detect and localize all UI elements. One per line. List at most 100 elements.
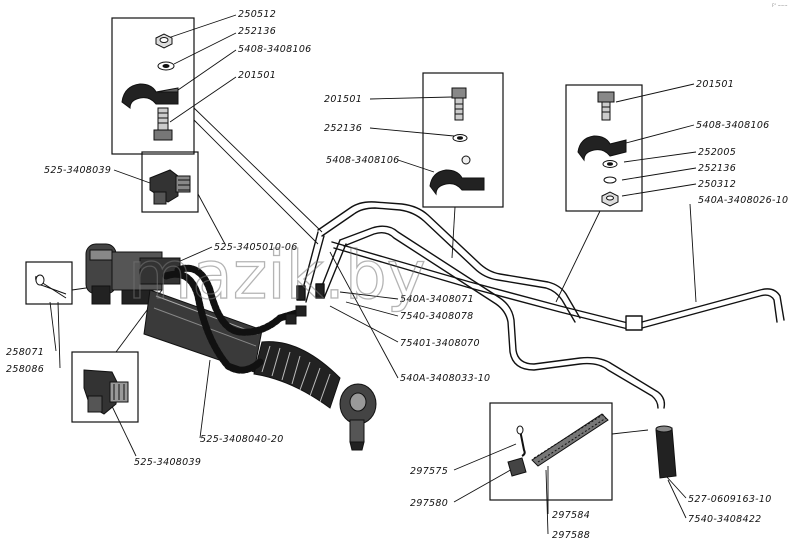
top-clamp-parts (121, 33, 179, 141)
control-valve (85, 243, 181, 305)
nut-icon (601, 191, 619, 207)
leader-5408-right (625, 124, 695, 144)
label-540a-3408033-10: 540A-3408033-10 (400, 373, 490, 384)
leader-top-clamp (193, 107, 323, 233)
label-201501-right: 201501 (696, 79, 734, 90)
leader-252136-mid (369, 127, 455, 137)
pipe-right-end (641, 288, 785, 323)
label-7540-3408422: 7540-3408422 (688, 514, 762, 525)
label-250512: 250512 (238, 9, 276, 20)
bottom-inset-parts (507, 413, 609, 477)
hose-sleeve-icon (655, 425, 677, 479)
label-201501-top: 201501 (238, 70, 276, 81)
bolt-icon (597, 91, 615, 121)
hose-fitting-b (285, 313, 297, 325)
clamp-bracket-icon (121, 83, 179, 109)
label-525-3405010-06: 525-3405010-06 (214, 242, 298, 253)
leader-right-clamp (555, 210, 601, 303)
pipe-end-left-b (305, 235, 325, 303)
leader-elbow-top (197, 193, 226, 245)
cotter-pin-icon (516, 425, 526, 457)
bolt-icon (153, 107, 173, 141)
leader-5408-mid (397, 159, 435, 173)
label-252136: 252136 (238, 26, 276, 37)
label-525-3408040-20: 525-3408040-20 (200, 434, 284, 445)
elbow-fitting-bottom-icon (83, 369, 129, 415)
leader-top-clamp-b (193, 119, 319, 245)
label-75401-3408070: 75401-3408070 (400, 338, 480, 349)
label-540a-3408071: 540A-3408071 (400, 294, 474, 305)
leader-297575 (453, 443, 517, 471)
leader-7540-3408078 (345, 301, 399, 317)
label-540a-3408026-10: 540A-3408026-10 (698, 195, 788, 206)
leader-540a-3408071 (339, 291, 399, 300)
leader-bottom-inset (611, 429, 649, 435)
label-525-3408039-bottom: 525-3408039 (134, 457, 201, 468)
leader-7540-3408422 (667, 479, 687, 519)
inset-frame-elbow-bottom (71, 351, 139, 423)
leader-252136-right (621, 167, 697, 181)
pipe-upper-inner (321, 207, 576, 323)
inset-frame-bottom-parts (489, 402, 613, 501)
leader-252005 (623, 151, 697, 163)
inset-frames (25, 17, 643, 501)
washer-icon (157, 61, 175, 71)
cotter-pin-icon (35, 274, 67, 299)
hose-fitting-a (295, 305, 307, 317)
dust-boot-bellows (253, 341, 341, 409)
leader-5408-top (177, 49, 237, 91)
pipe-end-left-d (323, 243, 347, 299)
label-258071: 258071 (6, 347, 44, 358)
mazik-watermark: mazik.by (128, 237, 426, 314)
nut-icon (155, 33, 173, 49)
corner-mark: F° ~~~ (772, 3, 788, 8)
right-clamp-parts (577, 91, 627, 207)
leader-525-3408039-top (113, 169, 151, 184)
label-252136-right: 252136 (698, 163, 736, 174)
leader-525-3405010 (177, 246, 213, 263)
label-297580: 297580 (410, 498, 448, 509)
label-527-0609163-10: 527-0609163-10 (688, 494, 772, 505)
leader-297580 (453, 467, 515, 503)
inset-frame-top-clamp (111, 17, 195, 155)
leader-527-0609163 (665, 475, 687, 499)
leader-lines (49, 14, 697, 535)
leader-mid-clamp (451, 206, 456, 259)
label-297584: 297584 (552, 510, 590, 521)
booster-assembly (85, 243, 377, 451)
pipe-long-540a-3408026 (331, 241, 629, 324)
inset-frame-pin (25, 261, 73, 305)
label-297575: 297575 (410, 466, 448, 477)
pipe-long-540a-3408026-b (333, 247, 629, 330)
inset-frame-middle-clamp (422, 72, 504, 208)
label-252005: 252005 (698, 147, 736, 158)
leader-258086 (57, 301, 61, 369)
leader-540a-3408033 (329, 251, 399, 379)
pipe-tip-b (315, 283, 325, 299)
inset-frame-right-clamp (565, 84, 643, 212)
label-297588: 297588 (552, 530, 590, 541)
leader-525-3408039-bot (109, 401, 137, 457)
leader-258071 (49, 301, 57, 352)
rigid-pipes (296, 201, 785, 409)
pipe-right-end-b (641, 294, 778, 329)
label-252136-mid: 252136 (324, 123, 362, 134)
part-labels: 250512 252136 5408-3408106 201501 201501… (6, 9, 788, 541)
bolt-icon (451, 87, 467, 121)
label-250312: 250312 (698, 179, 736, 190)
clip-icon (507, 457, 527, 477)
spring-washer-icon (603, 176, 617, 184)
label-5408-3408106-mid: 5408-3408106 (326, 155, 400, 166)
leader-525-3408040 (199, 359, 211, 439)
leader-250512 (167, 14, 237, 39)
leader-250312 (621, 183, 697, 197)
label-7540-3408078: 7540-3408078 (400, 311, 474, 322)
leader-201501-mid (369, 96, 453, 100)
leader-201501-top (169, 76, 237, 123)
flex-hose-525-3405010 (162, 264, 304, 374)
clamp-bracket-icon (429, 155, 485, 196)
union-nut (625, 315, 643, 331)
pipe-lower-loop (339, 225, 666, 409)
